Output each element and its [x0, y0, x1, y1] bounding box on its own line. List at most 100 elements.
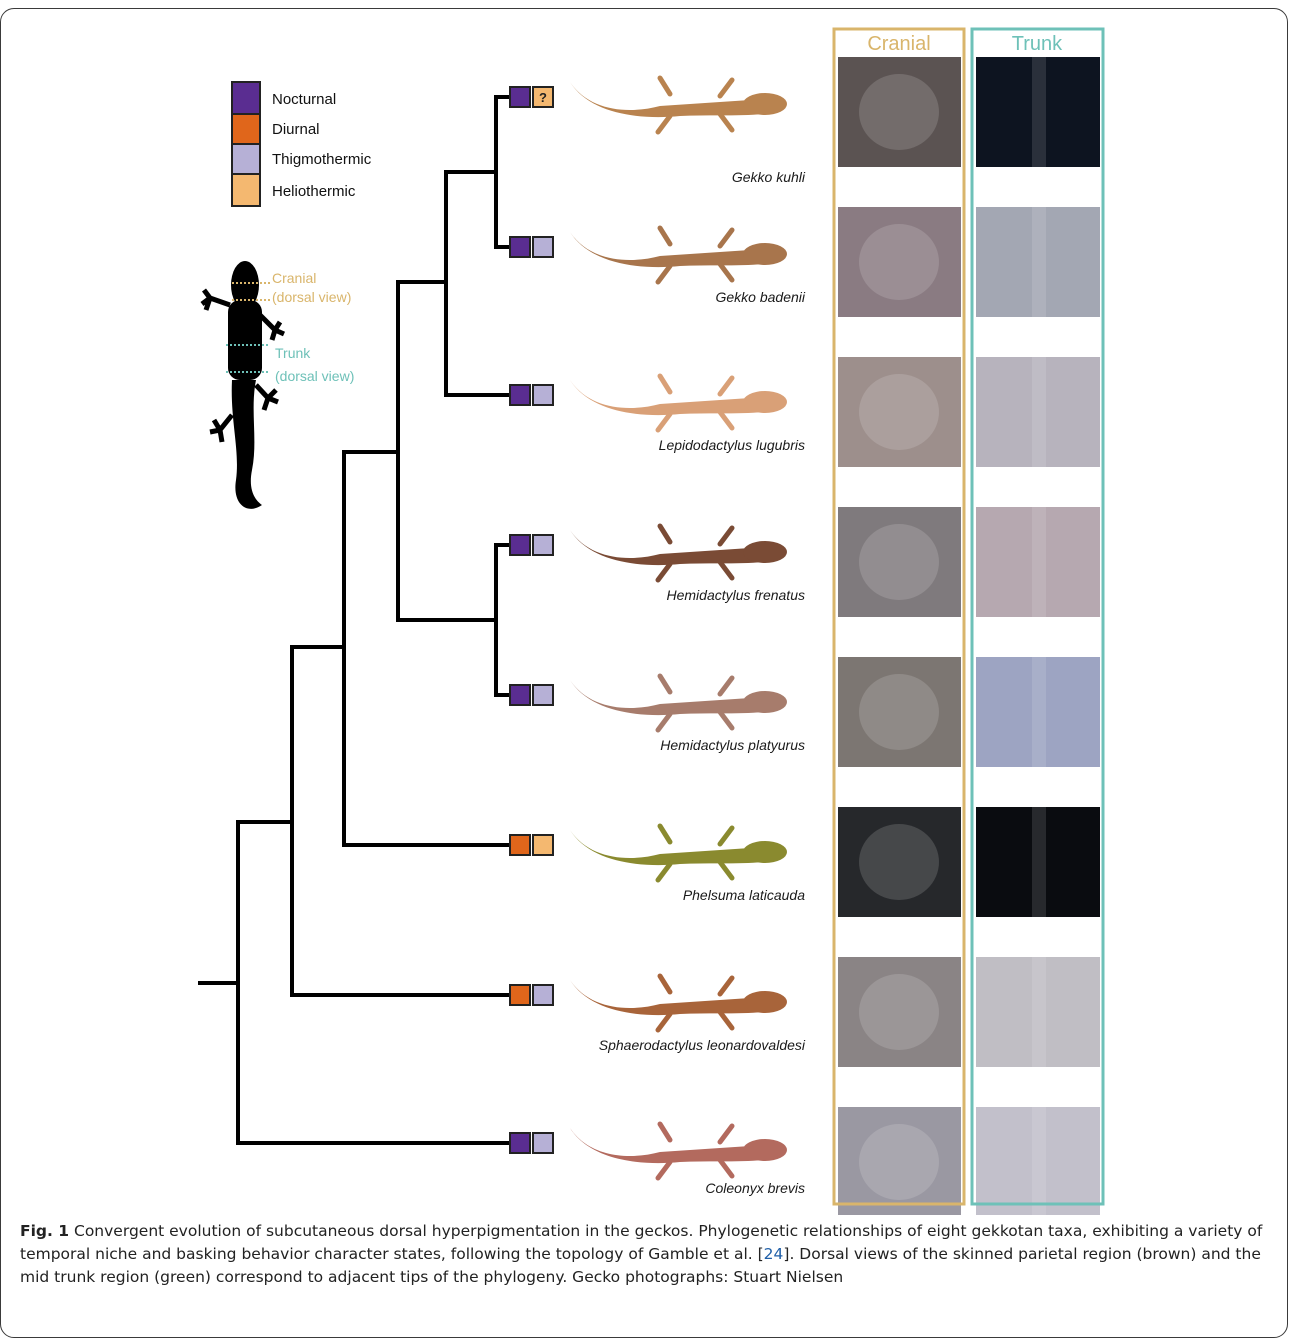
species-label: Lepidodactylus lugubris	[659, 437, 805, 453]
legend-swatch-diurnal	[232, 114, 260, 144]
gecko-leg	[658, 714, 670, 730]
taxon-row: Hemidactylus frenatus	[510, 507, 1100, 617]
gecko-leg	[660, 78, 670, 94]
trunk-photo-highlight	[1032, 207, 1046, 317]
gecko-leg	[720, 712, 732, 728]
phylogeny-tree	[200, 97, 508, 1143]
gecko-leg	[720, 978, 732, 994]
gecko-photo	[570, 78, 787, 132]
state-box-activity	[510, 535, 530, 555]
state-box-thermal	[533, 835, 553, 855]
species-label: Gekko badenii	[715, 289, 805, 305]
gecko-leg	[660, 376, 670, 392]
gecko-leg	[658, 266, 670, 282]
gecko-leg	[658, 1014, 670, 1030]
legend-label-nocturnal: Nocturnal	[272, 91, 336, 108]
species-label: Coleonyx brevis	[705, 1180, 805, 1196]
taxon-row: Hemidactylus platyurus	[510, 657, 1100, 767]
legend-swatch-nocturnal	[232, 82, 260, 114]
gecko-head	[743, 1139, 787, 1161]
taxon-row: Coleonyx brevis	[510, 1107, 1100, 1215]
gecko-leg	[658, 116, 670, 132]
gecko-leg	[660, 228, 670, 244]
cranial-column-header: Cranial	[867, 33, 930, 55]
gecko-photo	[570, 976, 787, 1030]
gecko-leg	[720, 264, 732, 280]
gecko-leg	[720, 80, 732, 96]
gecko-leg	[660, 1124, 670, 1140]
gecko-head	[743, 841, 787, 863]
state-box-activity	[510, 985, 530, 1005]
gecko-photo	[570, 228, 787, 282]
trunk-photo-highlight	[1032, 1107, 1046, 1215]
state-unknown-mark: ?	[539, 90, 547, 105]
gecko-leg	[720, 230, 732, 246]
species-label: Gekko kuhli	[732, 169, 806, 185]
taxa-layer: ? Gekko kuhliGekko badeniiLepidodactylus …	[510, 57, 1100, 1215]
gecko-leg	[720, 114, 732, 130]
gecko-leg	[720, 562, 732, 578]
species-label: Phelsuma laticauda	[683, 887, 805, 903]
gecko-leg	[720, 528, 732, 544]
caption-reference-link[interactable]: 24	[764, 1245, 784, 1263]
gecko-leg	[660, 976, 670, 992]
caption-label: Fig. 1	[20, 1222, 69, 1240]
state-box-thermal	[533, 985, 553, 1005]
gecko-photo	[570, 376, 787, 430]
taxon-row: ? Gekko kuhli	[510, 57, 1100, 185]
gecko-leg	[720, 862, 732, 878]
silhouette-cranial-label: Cranial	[272, 270, 316, 286]
gecko-leg	[720, 828, 732, 844]
gecko-head	[743, 93, 787, 115]
cranial-photo-highlight	[859, 1124, 939, 1200]
trunk-photo-highlight	[1032, 357, 1046, 467]
legend-label-thigmothermic: Thigmothermic	[272, 151, 372, 168]
gecko-leg	[660, 526, 670, 542]
silhouette-trunk-sub: (dorsal view)	[275, 368, 354, 384]
figure-graphic: Nocturnal Diurnal Thigmothermic Heliothe…	[0, 0, 1290, 1215]
gecko-leg	[720, 412, 732, 428]
gecko-leg	[658, 414, 670, 430]
state-box-thermal	[533, 1133, 553, 1153]
taxon-row: Lepidodactylus lugubris	[510, 357, 1100, 467]
trunk-photo-highlight	[1032, 657, 1046, 767]
gecko-photo	[570, 1124, 787, 1178]
state-box-activity	[510, 385, 530, 405]
gecko-photo	[570, 676, 787, 730]
gecko-leg	[658, 1162, 670, 1178]
cranial-photo-highlight	[859, 524, 939, 600]
state-box-thermal	[533, 237, 553, 257]
trunk-photo-highlight	[1032, 57, 1046, 167]
gecko-head	[743, 691, 787, 713]
legend-label-heliothermic: Heliothermic	[272, 183, 356, 200]
state-box-thermal	[533, 685, 553, 705]
taxon-row: Gekko badenii	[510, 207, 1100, 317]
gecko-leg	[720, 678, 732, 694]
legend-label-diurnal: Diurnal	[272, 121, 320, 138]
gecko-leg	[720, 1012, 732, 1028]
species-label: Sphaerodactylus leonardovaldesi	[599, 1037, 806, 1053]
state-box-thermal	[533, 385, 553, 405]
state-box-activity	[510, 685, 530, 705]
state-box-activity	[510, 835, 530, 855]
gecko-head	[743, 391, 787, 413]
legend-swatch-heliothermic	[232, 174, 260, 206]
gecko-photo	[570, 526, 787, 580]
gecko-head	[743, 991, 787, 1013]
legend-swatch-thigmothermic	[232, 144, 260, 174]
cranial-photo-highlight	[859, 824, 939, 900]
gecko-leg	[720, 1160, 732, 1176]
legend: Nocturnal Diurnal Thigmothermic Heliothe…	[232, 82, 372, 206]
taxon-row: Sphaerodactylus leonardovaldesi	[510, 957, 1100, 1067]
cranial-photo-highlight	[859, 674, 939, 750]
species-label: Hemidactylus frenatus	[666, 587, 805, 603]
gecko-leg	[658, 864, 670, 880]
gecko-leg	[720, 1126, 732, 1142]
figure-caption: Fig. 1 Convergent evolution of subcutane…	[20, 1220, 1265, 1289]
cranial-photo-highlight	[859, 74, 939, 150]
taxon-row: Phelsuma laticauda	[510, 807, 1100, 917]
gecko-leg	[660, 676, 670, 692]
cranial-photo-highlight	[859, 374, 939, 450]
gecko-photo	[570, 826, 787, 880]
cranial-photo-highlight	[859, 224, 939, 300]
